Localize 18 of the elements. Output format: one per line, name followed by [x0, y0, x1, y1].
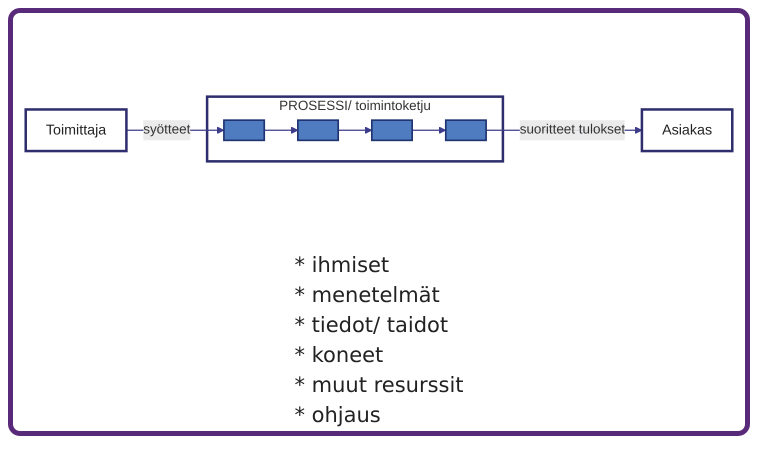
- node-box: Toimittaja: [24, 108, 128, 152]
- node-box: [370, 119, 413, 142]
- list-item: * ohjaus: [294, 402, 382, 429]
- list-item: * ihmiset: [294, 252, 390, 279]
- cluster: PROSESSI/ toimintoketju: [206, 95, 504, 163]
- node-box: Asiakas: [640, 108, 734, 152]
- arrow: [338, 126, 372, 134]
- node-box: [223, 119, 266, 142]
- list-item: * koneet: [294, 342, 384, 369]
- edge-label: syötteet: [143, 122, 190, 137]
- node-box: [444, 119, 487, 142]
- edge-label: suoritteet tulokset: [520, 122, 626, 137]
- list-item: * tiedot/ taidot: [294, 312, 450, 339]
- arrow: [412, 126, 446, 134]
- list-item: * menetelmät: [294, 282, 441, 309]
- node-box: [297, 119, 340, 142]
- arrow: [264, 126, 298, 134]
- list-item: * muut resurssit: [294, 372, 464, 399]
